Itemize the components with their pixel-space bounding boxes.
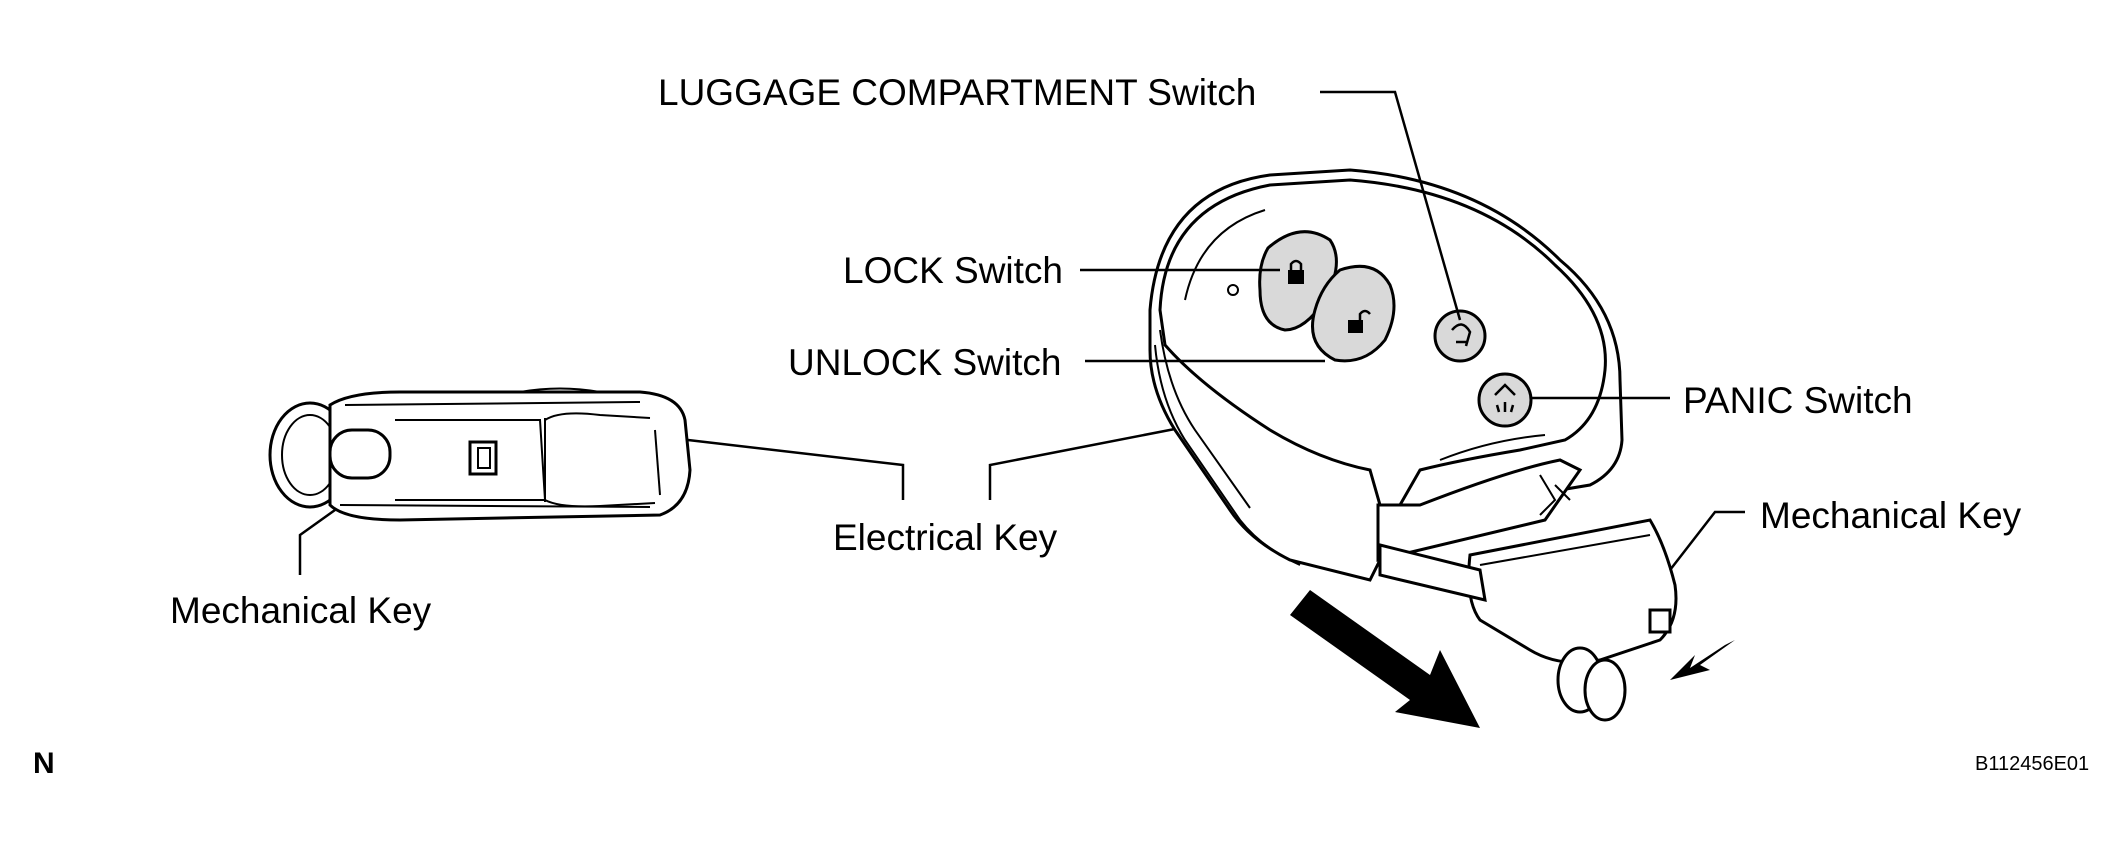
trunk-icon	[1451, 323, 1472, 347]
corner-letter: N	[33, 747, 55, 780]
unlock-icon	[1348, 309, 1371, 333]
direction-arrow-icon	[1670, 640, 1735, 680]
lock-icon	[1288, 259, 1304, 284]
electrical-key-label: Electrical Key	[833, 517, 1058, 558]
unlock-button[interactable]	[1311, 264, 1396, 363]
panic-switch-label: PANIC Switch	[1683, 380, 1913, 421]
luggage-button[interactable]	[1433, 309, 1487, 363]
side-view-key	[268, 387, 692, 522]
panic-icon	[1494, 383, 1516, 413]
luggage-switch-label: LUGGAGE COMPARTMENT Switch	[658, 72, 1257, 113]
figure-id: B112456E01	[1975, 753, 2090, 775]
mechanical-key-label-right: Mechanical Key	[1760, 495, 2022, 536]
lock-switch-label: LOCK Switch	[843, 250, 1064, 291]
panic-button[interactable]	[1477, 372, 1533, 428]
direction-arrow-icon	[1290, 590, 1480, 728]
key-fob	[1148, 168, 1735, 728]
mechanical-key-label-left: Mechanical Key	[170, 590, 432, 631]
unlock-switch-label: UNLOCK Switch	[788, 342, 1062, 383]
